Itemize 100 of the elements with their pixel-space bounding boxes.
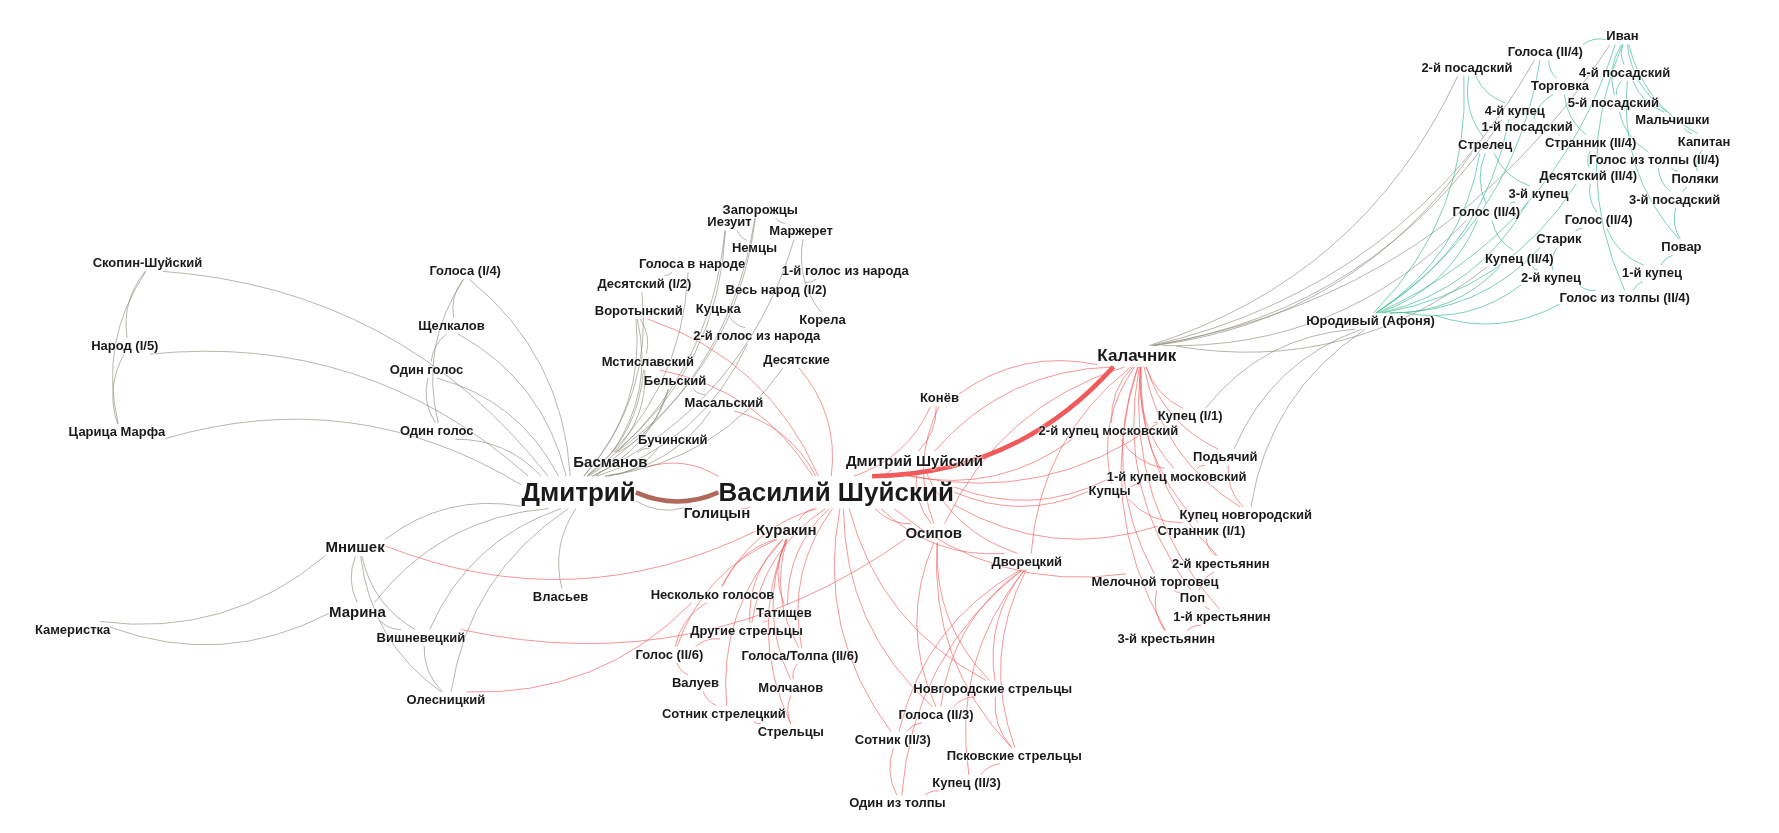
connector-curve xyxy=(432,278,465,424)
connector-curve xyxy=(112,270,147,425)
connector-curve xyxy=(664,272,673,276)
character-label: Десятский (I/2) xyxy=(597,275,692,292)
connector-curve xyxy=(1618,110,1649,153)
connector-curve xyxy=(702,690,717,706)
connector-curve xyxy=(1670,167,1679,172)
connector-curve xyxy=(1388,247,1541,314)
connector-curve xyxy=(1632,80,1665,113)
connector-curve xyxy=(595,470,602,477)
character-label: Бельский xyxy=(643,373,707,390)
connector-curve xyxy=(99,555,326,625)
connector-curve xyxy=(647,462,719,477)
character-label: 3-й посадский xyxy=(1629,191,1721,208)
connector-curve xyxy=(1153,421,1159,424)
character-label: Весь народ (I/2) xyxy=(725,282,827,299)
character-label: Голос (II/4) xyxy=(1452,204,1521,221)
character-label: Татищев xyxy=(756,604,812,621)
character-label: Маржерет xyxy=(769,223,833,240)
character-label: Вишневецкий xyxy=(376,629,466,646)
character-label: Конёв xyxy=(919,390,959,407)
connector-curve xyxy=(775,217,787,224)
connector-curve xyxy=(1143,366,1241,508)
character-label: Старик xyxy=(1536,231,1582,248)
connector-curve xyxy=(833,508,892,733)
connector-curve xyxy=(361,555,416,630)
character-label: Скопин-Шуйский xyxy=(92,255,203,272)
connector-curve xyxy=(953,479,1108,501)
character-label: 4-й посадский xyxy=(1579,64,1671,81)
connector-curve xyxy=(592,388,669,477)
connector-curve xyxy=(1625,80,1680,240)
connector-curve xyxy=(450,508,569,693)
connector-curve xyxy=(1551,247,1558,271)
connector-curve xyxy=(767,538,792,725)
connector-curve xyxy=(800,239,822,313)
character-label: Куракин xyxy=(755,520,817,540)
connector-curve xyxy=(112,353,125,425)
connector-curve xyxy=(465,602,693,693)
connector-curve xyxy=(587,230,726,477)
connector-curve xyxy=(1434,303,1560,325)
character-label: Басманов xyxy=(573,452,648,472)
connector-curve xyxy=(586,272,689,477)
connector-curve xyxy=(953,504,1158,540)
character-label: Странник (II/4) xyxy=(1544,134,1637,152)
connector-curve xyxy=(1150,59,1535,347)
character-label: Купец (II/4) xyxy=(1484,250,1554,267)
character-label: 1-й крестьянин xyxy=(1173,609,1271,626)
connector-curve xyxy=(980,763,1001,776)
connector-curve xyxy=(613,369,646,453)
connector-curve xyxy=(1563,93,1587,136)
connector-curve xyxy=(1375,59,1541,314)
connector-curve xyxy=(916,542,937,708)
character-label: Торговка xyxy=(1531,78,1589,95)
character-label: Мелочной торговец xyxy=(1091,573,1219,591)
connector-curve xyxy=(1250,328,1366,508)
character-label: Подьячий xyxy=(1193,449,1258,466)
connector-curve xyxy=(350,555,358,603)
connector-curve xyxy=(911,422,1159,484)
connector-curve xyxy=(843,508,933,708)
connector-curve xyxy=(725,538,784,706)
character-label: 2-й купец xyxy=(1520,269,1581,287)
character-label: Власьев xyxy=(532,588,589,605)
connector-curve xyxy=(659,369,814,477)
connector-curve xyxy=(1657,167,1671,192)
character-label: Сотник стрелецкий xyxy=(661,705,786,722)
character-label: 1-й купец московский xyxy=(1106,468,1247,485)
connector-curve xyxy=(1575,227,1583,232)
character-label: Царица Марфа xyxy=(68,424,166,441)
connector-curve xyxy=(729,316,746,329)
connector-curve xyxy=(617,388,669,453)
character-label: Купец (II/3) xyxy=(932,774,1001,791)
connector-curve xyxy=(933,366,1115,452)
character-label: Голос из толпы (II/4) xyxy=(1559,290,1690,307)
connector-curve xyxy=(1579,285,1596,291)
connector-curve xyxy=(917,405,937,452)
connector-curve xyxy=(360,555,442,693)
character-label: Псковские стрельцы xyxy=(946,747,1082,764)
character-label: Другие стрельцы xyxy=(690,622,803,639)
connector-curve xyxy=(1153,152,1473,347)
connector-curve xyxy=(906,722,923,733)
character-label: Немцы xyxy=(731,240,778,257)
connector-curve xyxy=(635,500,685,511)
connector-curve xyxy=(1145,366,1184,409)
connector-curve xyxy=(1557,134,1561,136)
character-label: Народ (I/5) xyxy=(91,337,159,355)
connector-curve xyxy=(1111,366,1134,424)
character-label: 2-й купец московский xyxy=(1038,423,1179,440)
connector-curve xyxy=(162,270,549,477)
connector-curve xyxy=(953,490,1089,507)
character-label: Поп xyxy=(1179,589,1205,607)
character-label: Десятский (II/4) xyxy=(1539,167,1638,184)
connector-curve xyxy=(1030,366,1132,554)
character-label: Один голос xyxy=(400,423,474,440)
connector-curve xyxy=(1633,281,1644,291)
connector-curve xyxy=(798,367,833,477)
connector-curve xyxy=(1548,59,1557,79)
character-label: Валуев xyxy=(672,674,719,692)
connector-curve xyxy=(607,447,659,477)
connector-curve xyxy=(751,508,827,624)
character-label: 1-й посадский xyxy=(1481,118,1573,136)
